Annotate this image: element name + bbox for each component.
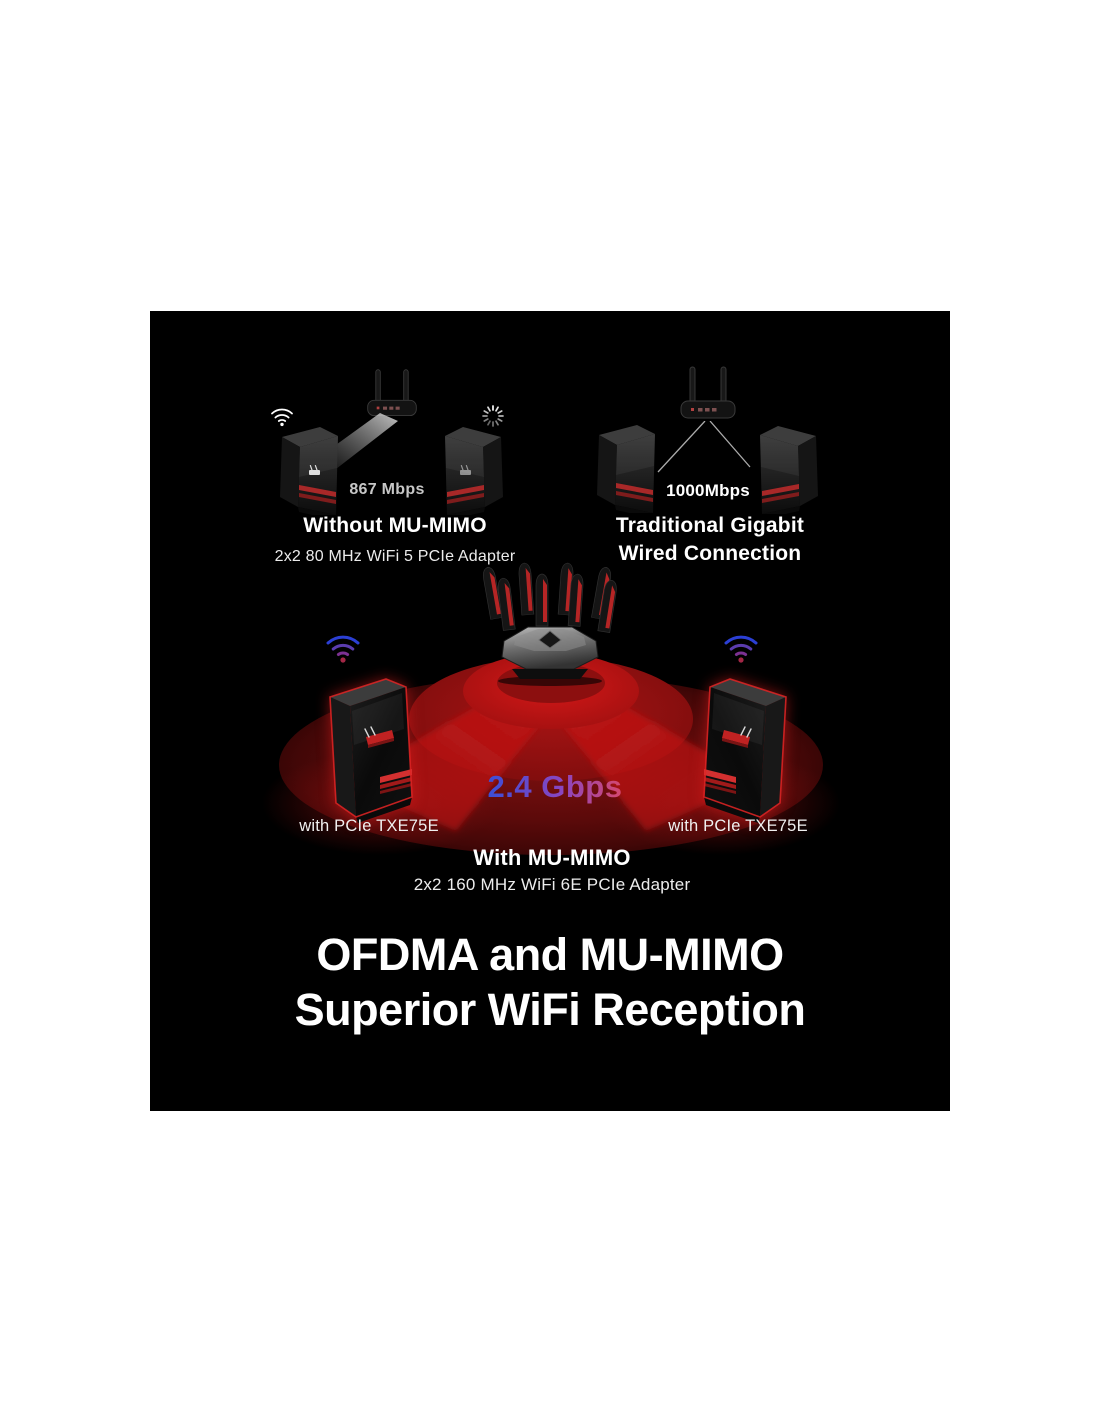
footer-heading-line2: Superior WiFi Reception	[294, 984, 806, 1035]
loading-spinner-icon	[482, 405, 504, 427]
wifi-beam-shape	[322, 413, 398, 469]
gigabit-router-icon	[680, 366, 736, 419]
pc-caption-left: with PCIe TXE75E	[299, 817, 439, 835]
pc-tower-left	[597, 425, 655, 513]
pc-tower-left	[280, 427, 338, 515]
footer-heading: OFDMA and MU-MIMO Superior WiFi Receptio…	[150, 927, 950, 1037]
hero-panel: 867 Mbps Without MU-MIMO 2x2 80 MHz WiFi…	[150, 311, 950, 1111]
wifi-signal-gradient-icon	[326, 635, 360, 665]
without-mumimo-subtitle: 2x2 80 MHz WiFi 5 PCIe Adapter	[274, 548, 516, 565]
wired-connection-title: Wired Connection	[618, 542, 802, 565]
pc-tower-right	[760, 426, 818, 514]
gaming-pc-left	[329, 678, 413, 823]
ethernet-cables	[657, 421, 751, 473]
router-antennas	[481, 562, 619, 634]
router-logo-diamond	[538, 630, 562, 649]
without-mumimo-title: Without MU-MIMO	[303, 514, 487, 537]
gaming-pc-right	[703, 678, 787, 823]
with-mumimo-subtitle: 2x2 160 MHz WiFi 6E PCIe Adapter	[413, 875, 691, 894]
wifi-signal-gradient-icon	[724, 635, 758, 665]
pc-caption-right: with PCIe TXE75E	[668, 817, 808, 835]
footer-heading-line1: OFDMA and MU-MIMO	[316, 929, 784, 980]
traditional-gigabit-title: Traditional Gigabit	[615, 514, 805, 537]
with-mumimo-title: With MU-MIMO	[473, 845, 631, 870]
speed-label-24gbps: 2.4 Gbps	[487, 769, 623, 804]
speed-label-867: 867 Mbps	[349, 481, 425, 498]
gaming-router	[481, 562, 619, 686]
speed-label-1000: 1000Mbps	[666, 481, 750, 500]
pc-tower-right	[445, 427, 503, 515]
